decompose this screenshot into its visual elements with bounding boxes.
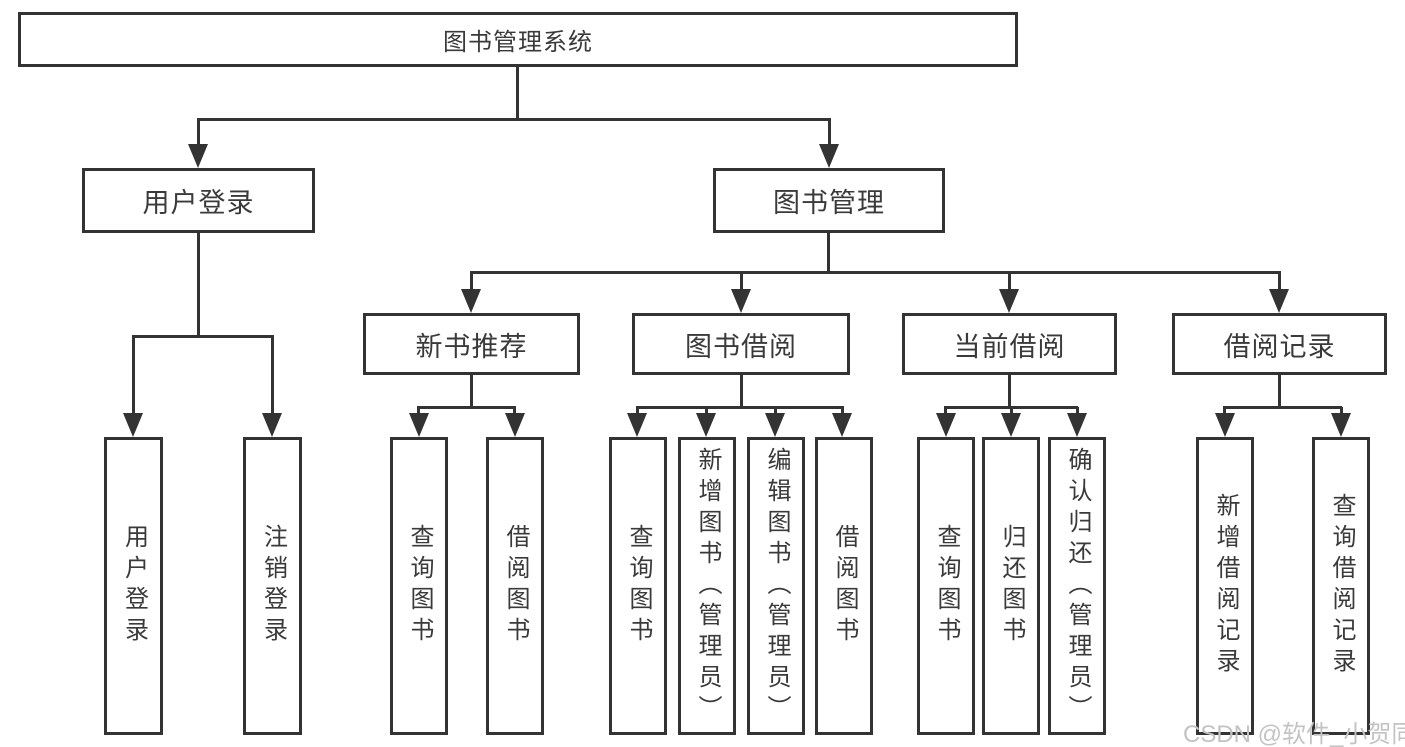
connector-drop-cb-return (1010, 407, 1013, 415)
leaf-record-query-record: 查询借阅记录 (1312, 437, 1370, 735)
arrowhead-br-add (1215, 413, 1235, 437)
node-book-borrow: 图书借阅 (632, 313, 850, 375)
connector-userlogin-stem (197, 233, 200, 335)
connector-drop-book-management (828, 119, 831, 147)
csdn-watermark: CSDN @软件_小贺同学 (1183, 721, 1405, 747)
connector-bookmgmt-stem (827, 233, 830, 271)
connector-drop-nb-borrow (513, 407, 516, 415)
connector-currentborrow-stem (1008, 375, 1011, 406)
connector-bookborrow-stem (740, 375, 743, 406)
node-user-login: 用户登录 (82, 168, 315, 233)
arrowhead-nb-query (409, 413, 429, 437)
leaf-borrow-borrow-books: 借阅图书 (815, 437, 873, 735)
connector-borrowrecord-stem (1278, 375, 1281, 406)
connector-drop-br-add (1223, 407, 1226, 415)
connector-bookmgmt-hline (470, 271, 1281, 274)
leaf-current-query-books: 查询图书 (917, 437, 975, 735)
arrowhead-bb-add (696, 413, 716, 437)
connector-drop-bb-query (636, 407, 639, 415)
connector-drop-bb-edit (774, 407, 777, 415)
connector-drop-cb-query (944, 407, 947, 415)
connector-root-hline (197, 118, 831, 121)
leaf-logout: 注销登录 (243, 437, 302, 735)
arrowhead-leaf-logout (262, 413, 282, 437)
leaf-newbook-query-books: 查询图书 (390, 437, 448, 735)
arrowhead-cb-confirm (1067, 413, 1087, 437)
arrowhead-user-login (188, 144, 208, 168)
leaf-borrow-add-books-admin: 新增图书（管理员） (678, 437, 736, 735)
connector-drop-leaf-user-login (132, 336, 135, 415)
connector-drop-bb-add (705, 407, 708, 415)
node-book-management: 图书管理 (713, 168, 945, 233)
connector-borrowrecord-hline (1223, 406, 1342, 409)
connector-bookborrow-hline (636, 406, 844, 409)
arrowhead-br-query (1331, 413, 1351, 437)
arrowhead-current-borrow (999, 289, 1019, 313)
arrowhead-bb-edit (765, 413, 785, 437)
connector-drop-br-query (1340, 407, 1343, 415)
node-borrow-record: 借阅记录 (1172, 313, 1387, 375)
connector-drop-book-borrow (740, 272, 743, 292)
connector-newbook-stem (470, 375, 473, 406)
arrowhead-leaf-user-login (123, 413, 143, 437)
connector-drop-leaf-logout (271, 336, 274, 415)
arrowhead-book-management (819, 144, 839, 168)
node-current-borrow: 当前借阅 (902, 313, 1117, 375)
arrowhead-cb-query (936, 413, 956, 437)
connector-drop-cb-confirm (1076, 407, 1079, 415)
connector-root-stem (516, 67, 519, 118)
arrowhead-bb-borrow (832, 413, 852, 437)
leaf-record-add-record: 新增借阅记录 (1196, 437, 1254, 735)
arrowhead-cb-return (1001, 413, 1021, 437)
connector-drop-user-login (197, 119, 200, 147)
arrowhead-nb-borrow (505, 413, 525, 437)
connector-drop-borrow-record (1278, 272, 1281, 292)
connector-drop-nb-query (417, 407, 420, 415)
arrowhead-new-book (461, 289, 481, 313)
leaf-user-login: 用户登录 (104, 437, 163, 735)
connector-drop-new-book (470, 272, 473, 292)
leaf-newbook-borrow-books: 借阅图书 (486, 437, 544, 735)
connector-drop-bb-borrow (841, 407, 844, 415)
arrowhead-borrow-record (1269, 289, 1289, 313)
connector-userlogin-hline (132, 335, 274, 338)
node-new-book-recommend: 新书推荐 (363, 313, 580, 375)
leaf-current-confirm-return-admin: 确认归还（管理员） (1048, 437, 1106, 735)
leaf-current-return-books: 归还图书 (982, 437, 1040, 735)
connector-newbook-hline (417, 406, 516, 409)
node-root-library-system: 图书管理系统 (18, 12, 1018, 67)
connector-drop-current-borrow (1008, 272, 1011, 292)
arrowhead-bb-query (627, 413, 647, 437)
leaf-borrow-edit-books-admin: 编辑图书（管理员） (747, 437, 805, 735)
arrowhead-book-borrow (731, 289, 751, 313)
leaf-borrow-query-books: 查询图书 (609, 437, 667, 735)
